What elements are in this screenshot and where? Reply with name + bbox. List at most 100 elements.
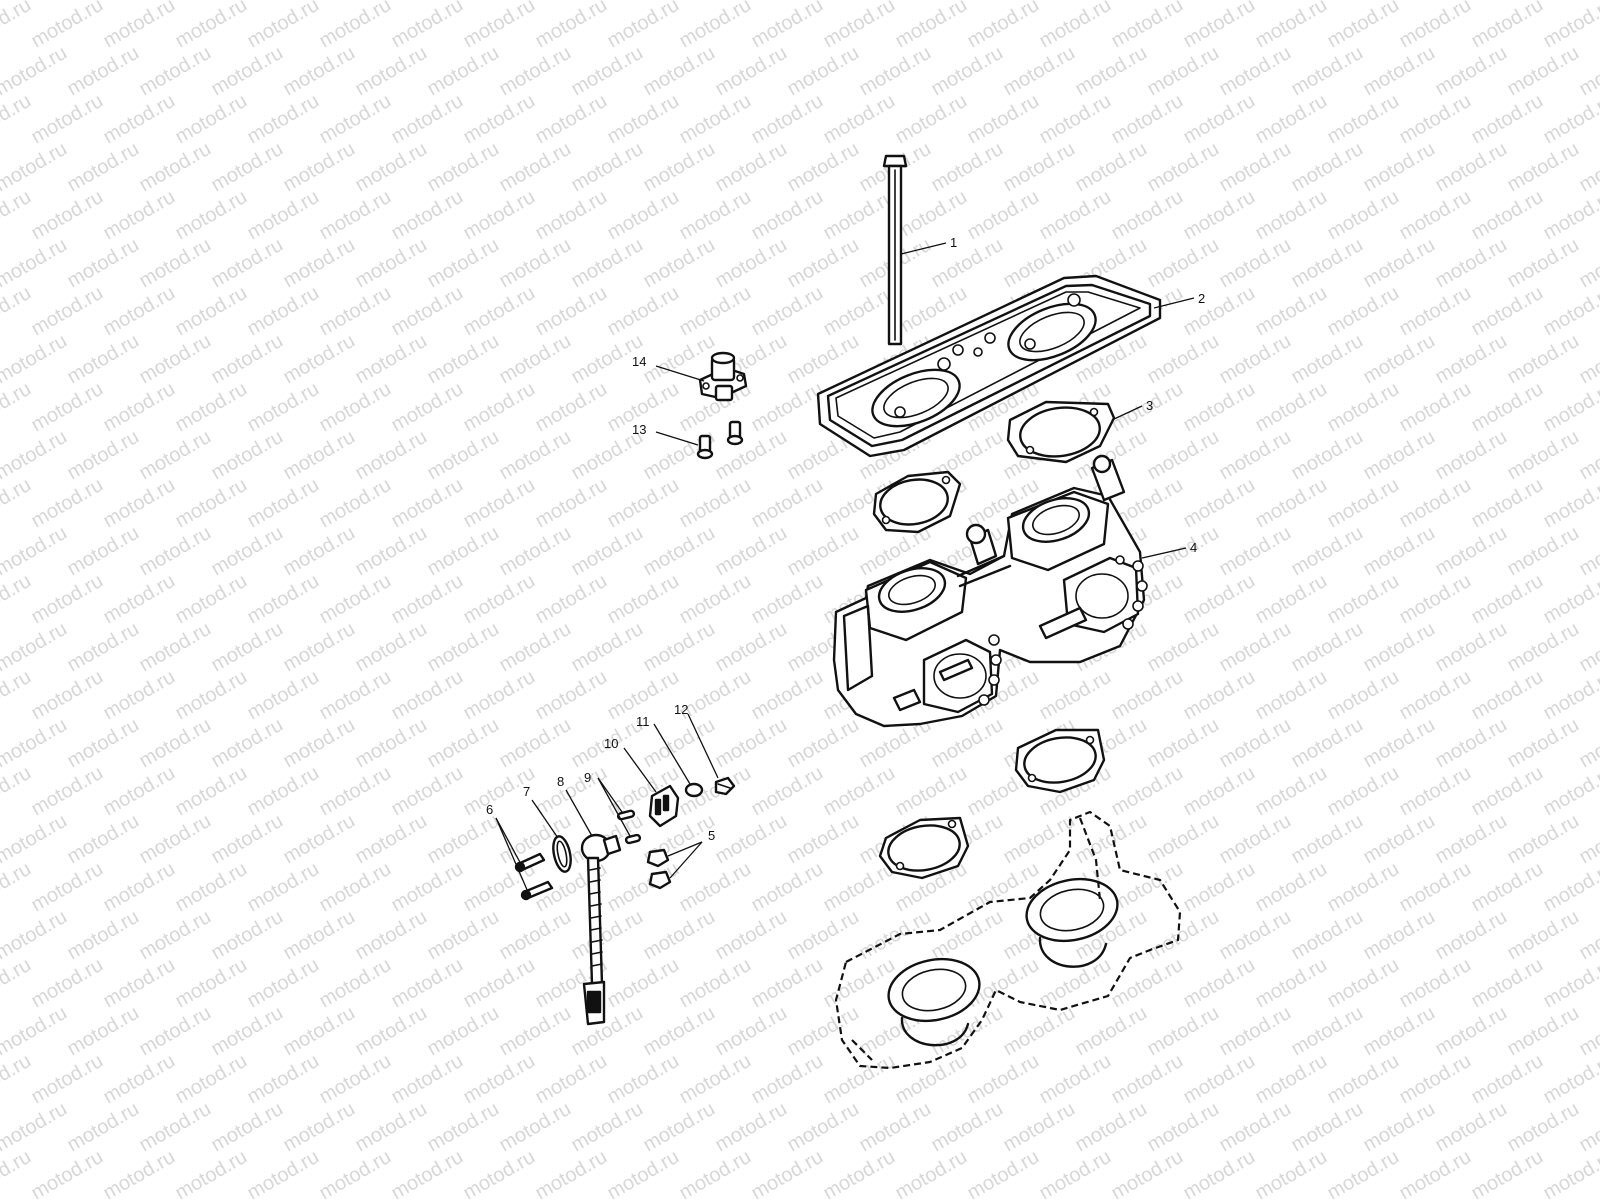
watermark-text: motod.ru <box>1504 234 1583 293</box>
watermark-text: motod.ru <box>532 0 611 52</box>
watermark-text: motod.ru <box>1432 906 1511 965</box>
watermark-text: motod.ru <box>280 234 359 293</box>
watermark-text: motod.ru <box>388 474 467 533</box>
watermark-text: motod.ru <box>1288 42 1367 101</box>
watermark-text: motod.ru <box>784 522 863 581</box>
watermark-text: motod.ru <box>1144 906 1223 965</box>
watermark-text: motod.ru <box>1468 378 1547 437</box>
watermark-text: motod.ru <box>1144 426 1223 485</box>
watermark-text: motod.ru <box>640 42 719 101</box>
watermark-text: motod.ru <box>64 42 143 101</box>
watermark-text: motod.ru <box>1180 666 1259 725</box>
watermark-text: motod.ru <box>568 42 647 101</box>
watermark-text: motod.ru <box>604 0 683 52</box>
watermark-text: motod.ru <box>1432 42 1511 101</box>
watermark-text: motod.ru <box>136 0 215 4</box>
watermark-text: motod.ru <box>604 282 683 341</box>
watermark-text: motod.ru <box>1468 90 1547 149</box>
watermark-text: motod.ru <box>244 1146 323 1200</box>
watermark-text: motod.ru <box>928 234 1007 293</box>
watermark-text: motod.ru <box>0 906 71 965</box>
watermark-text: motod.ru <box>1000 42 1079 101</box>
watermark-text: motod.ru <box>352 330 431 389</box>
watermark-text: motod.ru <box>172 0 251 52</box>
watermark-text: motod.ru <box>172 570 251 629</box>
watermark-text: motod.ru <box>64 906 143 965</box>
watermark-text: motod.ru <box>496 138 575 197</box>
watermark-text: motod.ru <box>532 762 611 821</box>
watermark-text: motod.ru <box>316 90 395 149</box>
watermark-text: motod.ru <box>748 762 827 821</box>
watermark-text: motod.ru <box>172 90 251 149</box>
watermark-text: motod.ru <box>1216 330 1295 389</box>
watermark-text: motod.ru <box>532 378 611 437</box>
watermark-text: motod.ru <box>1144 714 1223 773</box>
watermark-text: motod.ru <box>604 954 683 1013</box>
watermark-text: motod.ru <box>208 1002 287 1061</box>
watermark-text: motod.ru <box>388 570 467 629</box>
watermark-text: motod.ru <box>388 0 467 52</box>
watermark-text: motod.ru <box>1288 330 1367 389</box>
watermark-text: motod.ru <box>1252 474 1331 533</box>
watermark-text: motod.ru <box>316 1146 395 1200</box>
watermark-text: motod.ru <box>208 810 287 869</box>
watermark-text: motod.ru <box>1180 186 1259 245</box>
watermark-text: motod.ru <box>244 666 323 725</box>
watermark-text: motod.ru <box>712 234 791 293</box>
watermark-text: motod.ru <box>424 42 503 101</box>
watermark-text: motod.ru <box>244 954 323 1013</box>
watermark-text: motod.ru <box>1036 1146 1115 1200</box>
watermark-text: motod.ru <box>712 0 791 4</box>
watermark-text: motod.ru <box>208 618 287 677</box>
watermark-text: motod.ru <box>1576 330 1600 389</box>
watermark-text: motod.ru <box>1360 906 1439 965</box>
watermark-text: motod.ru <box>640 138 719 197</box>
watermark-text: motod.ru <box>1288 1098 1367 1157</box>
watermark-text: motod.ru <box>0 714 71 773</box>
watermark-text: motod.ru <box>964 90 1043 149</box>
callout-labels: 1 2 3 4 5 6 7 8 9 10 11 12 14 13 <box>486 235 1205 843</box>
watermark-text: motod.ru <box>820 1050 899 1109</box>
watermark-text: motod.ru <box>1000 810 1079 869</box>
watermark-text: motod.ru <box>136 42 215 101</box>
watermark-text: motod.ru <box>352 810 431 869</box>
watermark-text: motod.ru <box>172 954 251 1013</box>
watermark-text: motod.ru <box>1468 474 1547 533</box>
watermark-text: motod.ru <box>928 0 1007 4</box>
watermark-text: motod.ru <box>352 1002 431 1061</box>
watermark-text: motod.ru <box>352 426 431 485</box>
watermark-text: motod.ru <box>1252 858 1331 917</box>
callout-5: 5 <box>708 828 715 843</box>
watermark-text: motod.ru <box>1360 810 1439 869</box>
watermark-text: motod.ru <box>136 1002 215 1061</box>
watermark-text: motod.ru <box>1576 42 1600 101</box>
watermark-text: motod.ru <box>496 234 575 293</box>
watermark-text: motod.ru <box>1144 1002 1223 1061</box>
watermark-text: motod.ru <box>1216 810 1295 869</box>
watermark-text: motod.ru <box>100 0 179 52</box>
watermark-text: motod.ru <box>1468 1050 1547 1109</box>
watermark-text: motod.ru <box>280 810 359 869</box>
watermark-text: motod.ru <box>1108 90 1187 149</box>
watermark-text: motod.ru <box>208 234 287 293</box>
watermark-text: motod.ru <box>604 474 683 533</box>
watermark-text: motod.ru <box>208 1098 287 1157</box>
watermark-text: motod.ru <box>1360 138 1439 197</box>
watermark-text: motod.ru <box>28 474 107 533</box>
watermark-text: motod.ru <box>244 282 323 341</box>
watermark-text: motod.ru <box>532 90 611 149</box>
watermark-text: motod.ru <box>568 1098 647 1157</box>
watermark-text: motod.ru <box>460 1146 539 1200</box>
watermark-text: motod.ru <box>1288 0 1367 4</box>
watermark-text: motod.ru <box>1252 378 1331 437</box>
watermark-text: motod.ru <box>748 954 827 1013</box>
watermark-text: motod.ru <box>964 0 1043 52</box>
watermark-text: motod.ru <box>1468 186 1547 245</box>
watermark-text: motod.ru <box>1324 474 1403 533</box>
watermark-text: motod.ru <box>1252 282 1331 341</box>
watermark-text: motod.ru <box>640 522 719 581</box>
watermark-text: motod.ru <box>388 282 467 341</box>
watermark-text: motod.ru <box>1216 138 1295 197</box>
watermark-text: motod.ru <box>280 522 359 581</box>
